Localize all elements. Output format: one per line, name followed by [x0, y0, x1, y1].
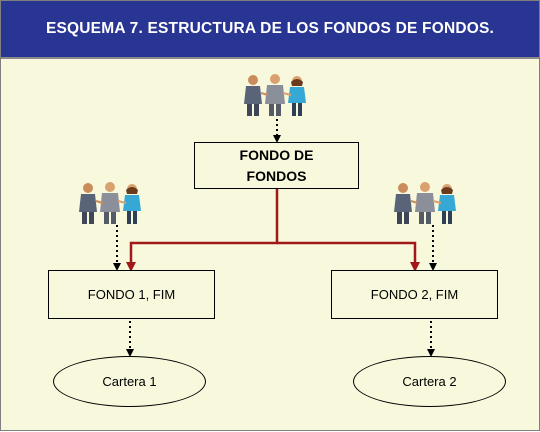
- fondo-1-box: FONDO 1, FIM: [48, 270, 215, 319]
- fondo-de-fondos-box: FONDO DE FONDOS: [194, 142, 359, 189]
- fondo-2-box: FONDO 2, FIM: [331, 270, 498, 319]
- person-right: [288, 76, 306, 116]
- investors-group-icon: [394, 182, 456, 224]
- investors-group-icon: [79, 182, 141, 224]
- investors-group-icon: [244, 74, 306, 116]
- person-left: [244, 75, 262, 116]
- red-connector: [126, 189, 279, 272]
- cartera-1-ellipse: Cartera 1: [53, 356, 206, 407]
- cartera-2-ellipse: Cartera 2: [353, 356, 506, 407]
- diagram-title: ESQUEMA 7. ESTRUCTURA DE LOS FONDOS DE F…: [1, 1, 539, 59]
- person-center: [265, 74, 285, 116]
- red-connector-right: [277, 241, 420, 272]
